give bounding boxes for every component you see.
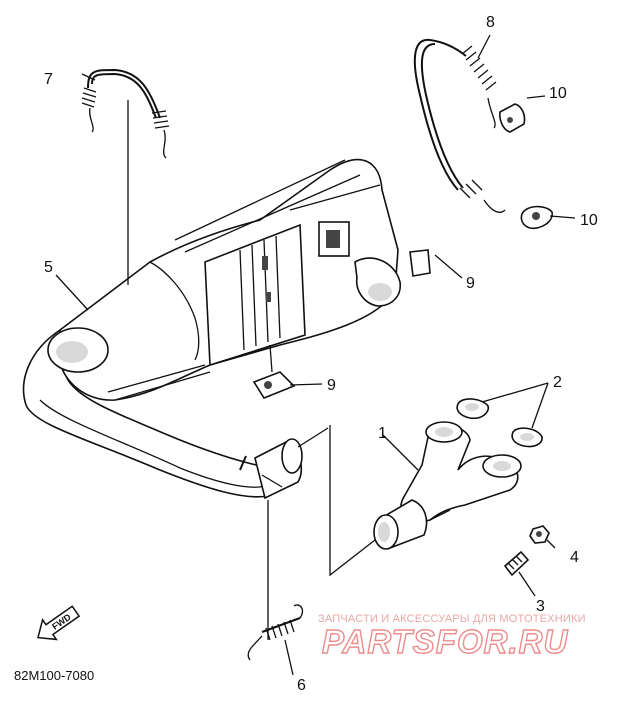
fwd-arrow: FWD xyxy=(37,605,81,641)
watermark-logo: PARTSFOR.RU xyxy=(322,623,568,660)
mount-upper xyxy=(499,103,526,133)
leader-lines xyxy=(55,34,576,676)
mount-lower xyxy=(520,205,553,230)
gaskets xyxy=(456,398,543,448)
nut xyxy=(529,525,550,544)
damper-upper xyxy=(409,249,431,277)
callout-2: 2 xyxy=(553,374,562,391)
diagram-code: 82M100-7080 xyxy=(14,668,94,683)
watermark-tagline: ЗАПЧАСТИ И АКСЕССУАРЫ ДЛЯ МОТОТЕХНИКИ xyxy=(318,613,586,625)
callout-8: 8 xyxy=(486,14,495,31)
callout-10-lower: 10 xyxy=(580,212,598,229)
callout-9-lower: 9 xyxy=(327,377,336,394)
callout-4: 4 xyxy=(570,549,579,566)
exhaust-manifold xyxy=(373,421,522,550)
callout-1: 1 xyxy=(378,425,387,442)
stud-bolt xyxy=(503,550,530,577)
spring-upper xyxy=(413,38,506,213)
callout-labels: 1 2 3 4 5 6 7 8 9 9 10 10 xyxy=(44,14,598,694)
spring-rear xyxy=(81,68,170,159)
callout-9-upper: 9 xyxy=(466,275,475,292)
callout-7: 7 xyxy=(44,71,53,88)
damper-lower xyxy=(252,371,296,399)
muffler-assembly xyxy=(22,158,402,500)
callout-3: 3 xyxy=(536,598,545,615)
spring-front xyxy=(247,604,304,661)
callout-5: 5 xyxy=(44,259,53,276)
callout-6: 6 xyxy=(297,677,306,694)
callout-10-upper: 10 xyxy=(549,85,567,102)
